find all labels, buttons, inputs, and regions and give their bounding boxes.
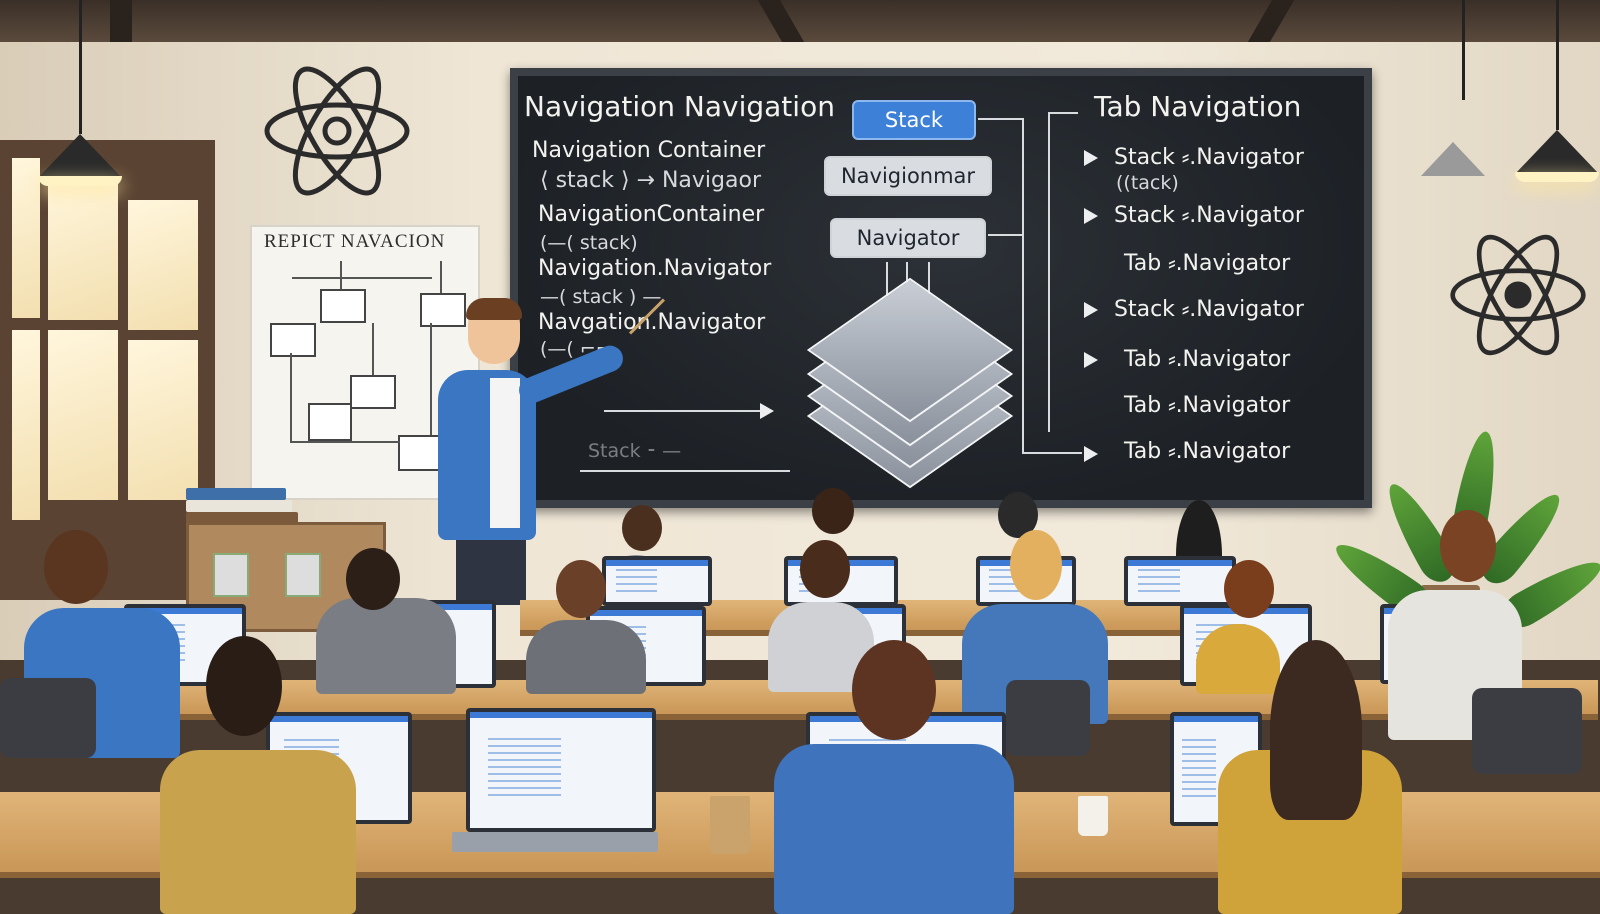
pendant-lamp-icon <box>1421 142 1485 176</box>
student <box>526 620 646 694</box>
lamp-glow <box>1515 172 1599 182</box>
ceiling-beam <box>110 0 132 42</box>
laptop-keyboard <box>452 832 658 852</box>
board-right-heading: Tab Navigation <box>1094 90 1302 123</box>
pencil-cup <box>710 796 750 854</box>
navigator-item: Stack ⸗.Navigator <box>1114 203 1304 228</box>
poster-box <box>270 323 316 357</box>
board-arrow-line <box>604 410 764 412</box>
student-head <box>800 540 850 598</box>
ceiling-beam <box>757 0 805 42</box>
arrow-right-icon <box>1084 208 1098 224</box>
connector <box>886 262 888 296</box>
student <box>316 598 456 694</box>
book <box>186 488 286 500</box>
board-left-heading: Navigation Navigation <box>524 90 835 123</box>
chair <box>0 678 96 758</box>
board-left-line: Navigation Container <box>532 138 766 163</box>
poster-box <box>420 293 466 327</box>
board-left-line: ⟨ stack ⟩ → Navigaor <box>540 168 761 193</box>
navigator-node: Navigionmar <box>824 156 992 196</box>
ceiling-beam <box>1247 0 1295 42</box>
student-head <box>622 505 662 551</box>
ceiling <box>0 0 1600 42</box>
board-underline <box>580 470 790 472</box>
student-head <box>812 488 854 534</box>
window <box>0 140 215 600</box>
student-head <box>1010 530 1062 600</box>
navigator-item: Stack ⸗.Navigator <box>1114 297 1304 322</box>
board-left-line: Navgation.Navigator <box>538 310 766 335</box>
board-left-line: Navigation.Navigator <box>538 256 772 281</box>
lamp-cord <box>79 0 82 134</box>
pendant-lamp-icon <box>1515 130 1599 174</box>
student-hair <box>1270 640 1362 820</box>
stack-node: Stack <box>852 100 976 140</box>
student-head <box>206 636 282 736</box>
coffee-cup <box>1078 796 1108 836</box>
poster-box <box>398 435 442 471</box>
navigator-node: Navigator <box>830 218 986 258</box>
arrow-right-icon <box>1084 302 1098 318</box>
student-head <box>556 560 606 618</box>
chair <box>1472 688 1582 774</box>
student-head <box>346 548 400 610</box>
navigator-item: Tab ⸗.Navigator <box>1124 393 1291 418</box>
pendant-lamp-icon <box>38 134 122 178</box>
teacher-legs <box>456 535 526 605</box>
arrow-right-icon <box>1084 446 1098 462</box>
laptop <box>1124 556 1236 606</box>
student <box>774 744 1014 914</box>
navigator-item: Tab ⸗.Navigator <box>1124 347 1291 372</box>
navigator-item: Stack ⸗.Navigator <box>1114 145 1304 170</box>
lamp-cord <box>1556 0 1559 130</box>
react-atom-icon <box>264 66 410 196</box>
navigator-item: Tab ⸗.Navigator <box>1124 251 1291 276</box>
navigator-item-sub: ((tack) <box>1116 172 1179 194</box>
blackboard: Navigation Navigation Navigation Contain… <box>510 68 1372 508</box>
poster-title: REPICT NAVACION <box>264 231 446 252</box>
board-left-line: (—( stack) <box>540 232 638 254</box>
board-left-line: NavigationContainer <box>538 202 765 227</box>
board-faded-text: Stack ⁃ — <box>588 440 682 462</box>
student-head <box>1440 510 1496 582</box>
arrow-right-icon <box>760 403 774 419</box>
book <box>186 512 298 524</box>
teacher-shirt <box>490 378 520 528</box>
connector <box>928 262 930 296</box>
lamp-cord <box>1462 0 1465 100</box>
student-head <box>852 640 936 740</box>
poster-box <box>350 375 396 409</box>
board-left-line: —( stack ) — <box>540 286 662 308</box>
student-head <box>44 530 108 604</box>
student <box>1196 624 1280 694</box>
poster-box <box>308 403 352 441</box>
laptop <box>466 708 656 832</box>
arrow-right-icon <box>1084 352 1098 368</box>
react-atom-icon <box>1450 234 1586 356</box>
student <box>160 750 356 914</box>
poster: REPICT NAVACION <box>250 225 480 500</box>
lamp-glow <box>38 176 122 186</box>
poster-box <box>320 289 366 323</box>
student-head <box>1224 560 1274 618</box>
book <box>186 500 292 512</box>
teacher-hair <box>466 298 522 320</box>
laptop <box>602 556 712 606</box>
arrow-right-icon <box>1084 150 1098 166</box>
chair <box>1006 680 1090 756</box>
navigator-item: Tab ⸗.Navigator <box>1124 439 1291 464</box>
